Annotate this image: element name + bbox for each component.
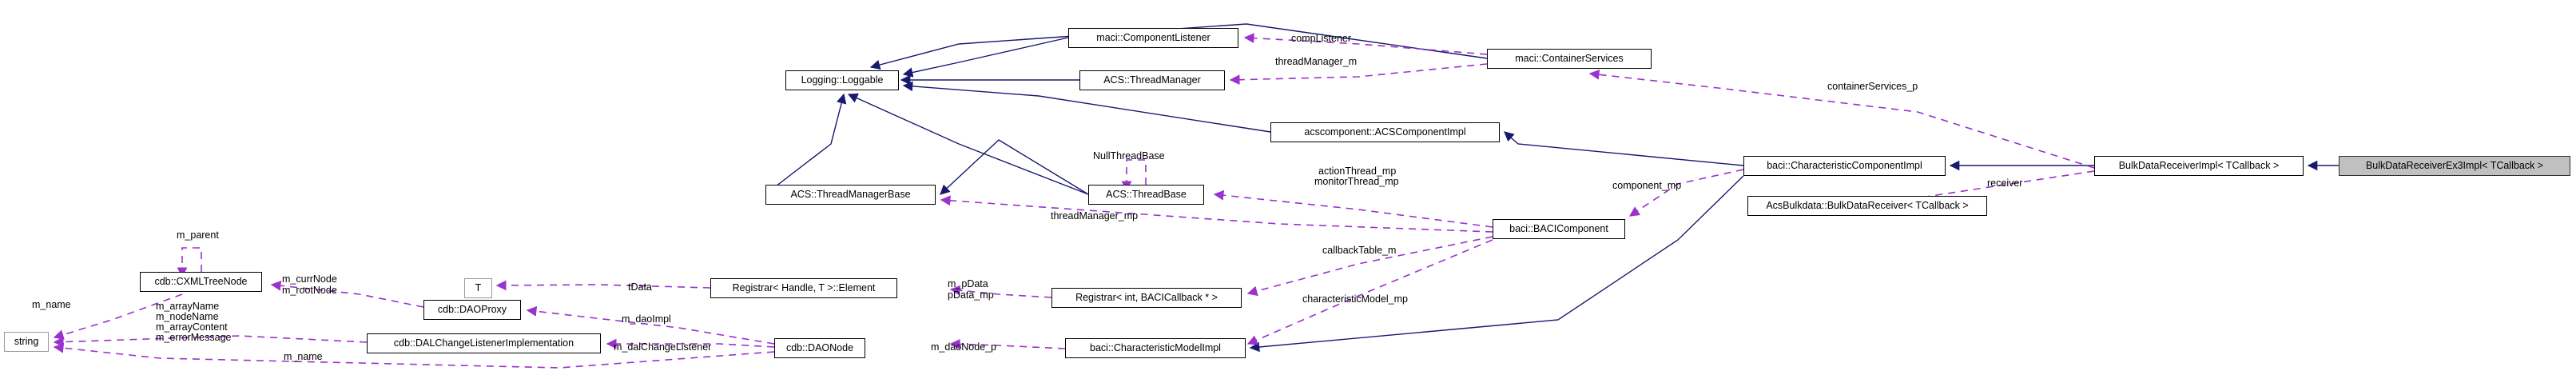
node-acsbulkdata-bulkdatareceiver[interactable]: AcsBulkdata::BulkDataReceiver< TCallback… bbox=[1747, 196, 1987, 216]
edge-label-tdata: tData bbox=[628, 281, 652, 293]
node-baci-characteristicmodelimpl[interactable]: baci::CharacteristicModelImpl bbox=[1065, 338, 1246, 358]
edge-label-actionthread-mp: actionThread_mp bbox=[1318, 166, 1397, 177]
node-string[interactable]: string bbox=[4, 332, 49, 352]
node-registrar-handle-t-element[interactable]: Registrar< Handle, T >::Element bbox=[710, 278, 897, 298]
node-cdb-dalchangelistenerimplementation[interactable]: cdb::DALChangeListenerImplementation bbox=[367, 333, 601, 353]
edge-label-containerservices-p: containerServices_p bbox=[1827, 81, 1918, 92]
edge-label-m-parent: m_parent bbox=[177, 229, 219, 241]
edge-label-m-name-left: m_name bbox=[32, 299, 71, 310]
edge-label-threadmanager-mp: threadManager_mp bbox=[1051, 210, 1139, 221]
edge-label-m-daonode-p: m_daoNode_p bbox=[931, 341, 997, 353]
node-bulkdatareceiverimpl[interactable]: BulkDataReceiverImpl< TCallback > bbox=[2094, 156, 2304, 176]
edge-label-m-currnode: m_currNode bbox=[282, 273, 337, 285]
node-acs-threadbase[interactable]: ACS::ThreadBase bbox=[1088, 185, 1204, 205]
node-acscomponent-acscomponentimpl[interactable]: acscomponent::ACSComponentImpl bbox=[1270, 122, 1500, 142]
edge-label-m-name-bottom: m_name bbox=[284, 351, 323, 362]
node-registrar-int-bacicallback[interactable]: Registrar< int, BACICallback * > bbox=[1051, 288, 1242, 308]
edge-label-m-errormessage: m_errorMessage bbox=[156, 332, 232, 343]
node-acs-threadmanager[interactable]: ACS::ThreadManager bbox=[1079, 70, 1225, 90]
edge-label-callbacktable-m: callbackTable_m bbox=[1322, 245, 1397, 256]
edge-label-component-mp: component_mp bbox=[1612, 180, 1682, 191]
node-cdb-cxmltreenode[interactable]: cdb::CXMLTreeNode bbox=[140, 272, 262, 292]
edge-label-threadmanager-m: threadManager_m bbox=[1275, 56, 1358, 67]
node-cdb-daoproxy[interactable]: cdb::DAOProxy bbox=[423, 300, 521, 320]
node-maci-componentlistener[interactable]: maci::ComponentListener bbox=[1068, 28, 1238, 48]
node-acs-threadmanagerbase[interactable]: ACS::ThreadManagerBase bbox=[765, 185, 936, 205]
edge-label-monitorthread-mp: monitorThread_mp bbox=[1314, 176, 1399, 187]
node-baci-bacicomponent[interactable]: baci::BACIComponent bbox=[1493, 219, 1625, 239]
node-baci-characteristiccomponentimpl[interactable]: baci::CharacteristicComponentImpl bbox=[1743, 156, 1946, 176]
edge-label-complistener: compListener bbox=[1291, 33, 1352, 44]
node-template-parameter-t[interactable]: T bbox=[464, 278, 492, 298]
node-maci-containerservices[interactable]: maci::ContainerServices bbox=[1487, 49, 1652, 69]
edge-label-m-pdata: m_pData bbox=[948, 278, 988, 289]
edge-label-pdata-mp: pData_mp bbox=[948, 289, 994, 301]
node-cdb-daonode[interactable]: cdb::DAONode bbox=[774, 338, 865, 358]
edge-label-receiver: receiver bbox=[1987, 178, 2023, 189]
edge-label-characteristicmodel-mp: characteristicModel_mp bbox=[1302, 293, 1408, 305]
edge-label-m-daoimpl: m_daoImpl bbox=[622, 313, 671, 325]
edge-label-nullthreadbase: NullThreadBase bbox=[1093, 150, 1165, 162]
node-bulkdatareceiverex3impl[interactable]: BulkDataReceiverEx3Impl< TCallback > bbox=[2339, 156, 2570, 176]
edge-label-m-dalchangelistener: m_dalChangeListener bbox=[614, 341, 712, 353]
edge-label-m-rootnode: m_rootNode bbox=[282, 285, 337, 296]
node-logging-loggable[interactable]: Logging::Loggable bbox=[785, 70, 899, 90]
